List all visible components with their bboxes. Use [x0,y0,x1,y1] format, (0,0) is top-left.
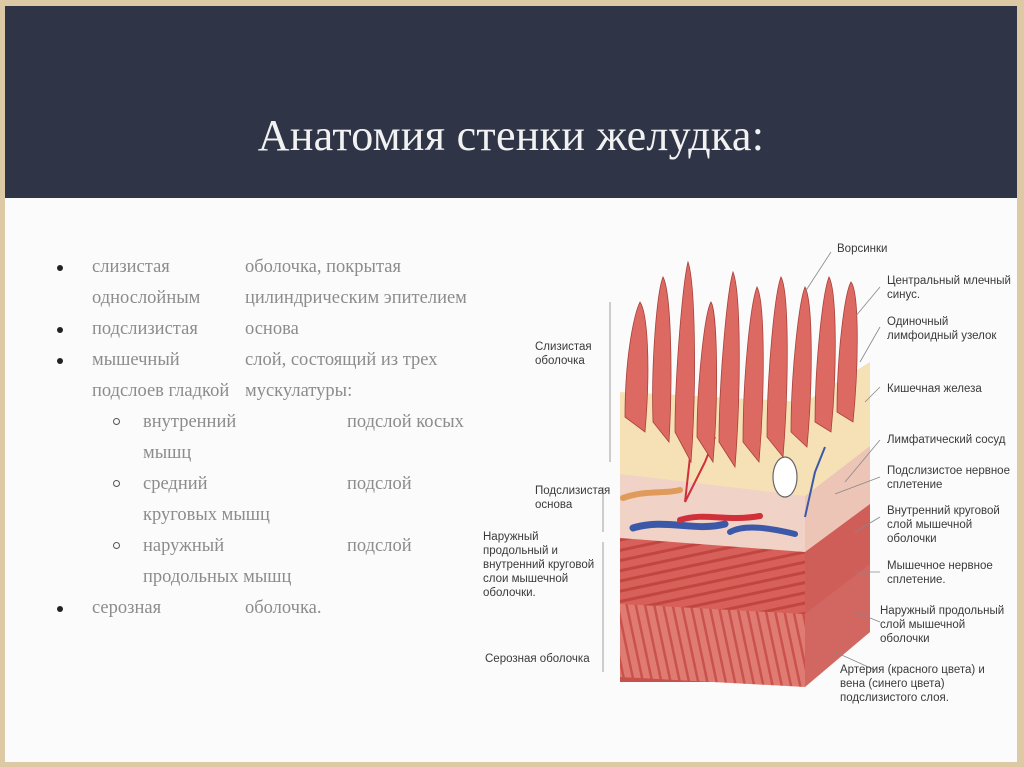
label-outer-longitudinal: Наружный продольный слой мышечной оболоч… [880,605,1005,645]
leader-lines [602,251,881,672]
villus [652,276,672,444]
label-submucosa: Подслизистая основа [535,485,611,511]
stomach-wall-diagram: Ворсинки Центральный млечный синус. Один… [475,232,1015,744]
lymph-nodule [772,456,798,498]
slide-title: Анатомия стенки желудка: [257,111,765,160]
circular-layer-side [805,502,870,614]
villus [742,286,764,464]
label-muscularis: Наружный продольный и внутренний кругово… [483,531,595,599]
list-item-col1: средний [143,474,208,494]
outer-longitudinal-layer [620,602,805,687]
label-central-lacteal: Центральный млечный синус. [887,275,1011,301]
vein [727,524,798,537]
circular-muscle-layer [620,537,805,614]
label-submucosal-plexus: Подслизистое нервное сплетение [887,465,1010,491]
artery [677,513,763,523]
bullet-dot [57,327,63,333]
villus [814,276,836,433]
villus [696,301,718,464]
list-item-col1: слизистая [92,257,170,277]
list-item-col2: подслой [347,536,412,556]
list-item-col2: подслой косых [347,412,464,432]
label-inner-circular: Внутренний круговой слой мышечной оболоч… [887,505,1000,545]
label-artery-vein: Артерия (красного цвета) и вена (синего … [840,664,985,704]
villus [766,276,788,459]
label-intestinal-gland: Кишечная железа [887,383,982,395]
list-item-cont1: подслоев гладкой [92,381,230,401]
capillaries [804,446,826,518]
list-item-col2: основа [245,319,299,339]
list-item-col1: подслизистая [92,319,198,339]
bullet-dot [57,606,63,612]
list-item-cont1: продольных мышц [143,567,292,587]
list-item-col1: внутренний [143,412,237,432]
list-item-cont1: однослойным [92,288,201,308]
label-lymph-nodule: Одиночный лимфоидный узелок [887,316,997,342]
list-item-cont2: цилиндрическим эпителием [245,288,467,308]
list-item-cont1: мышц [143,443,192,463]
vein [629,520,729,532]
label-myenteric-plexus: Мышечное нервное сплетение. [887,560,993,586]
villus [674,260,695,464]
label-villi: Ворсинки [837,243,888,255]
label-mucosa: Слизистая оболочка [535,341,592,367]
villus [836,281,858,423]
list-item-col1: наружный [143,536,225,556]
sub-bullet-circle [113,542,120,549]
sub-bullet-circle [113,480,120,487]
villus [790,286,812,448]
label-lymph-vessel: Лимфатический сосуд [887,434,1006,446]
list-item-col2: оболочка. [245,598,322,618]
slide-header: Анатомия стенки желудка: [5,6,1017,198]
list-item-cont1: круговых мышц [143,505,270,525]
stomach-wall-illustration [602,251,881,687]
list-item-col2: слой, состоящий из трех [245,350,438,370]
list-item-col2: оболочка, покрытая [245,257,401,277]
list-item-col1: серозная [92,598,162,618]
sub-bullet-circle [113,418,120,425]
label-serosa: Серозная оболочка [485,653,590,665]
capillaries [679,431,716,503]
outer-layer-side [805,562,870,687]
slide: Анатомия стенки желудка: слизистая оболо… [5,6,1017,762]
list-item-cont2: мускулатуры: [245,381,353,401]
list-item-col1: мышечный [92,350,180,370]
villus [624,301,649,433]
nerve [620,487,683,501]
list-item-col2: подслой [347,474,412,494]
bullet-dot [57,265,63,271]
villi-group [624,260,858,469]
bullet-dot [57,358,63,364]
villus [718,270,740,469]
